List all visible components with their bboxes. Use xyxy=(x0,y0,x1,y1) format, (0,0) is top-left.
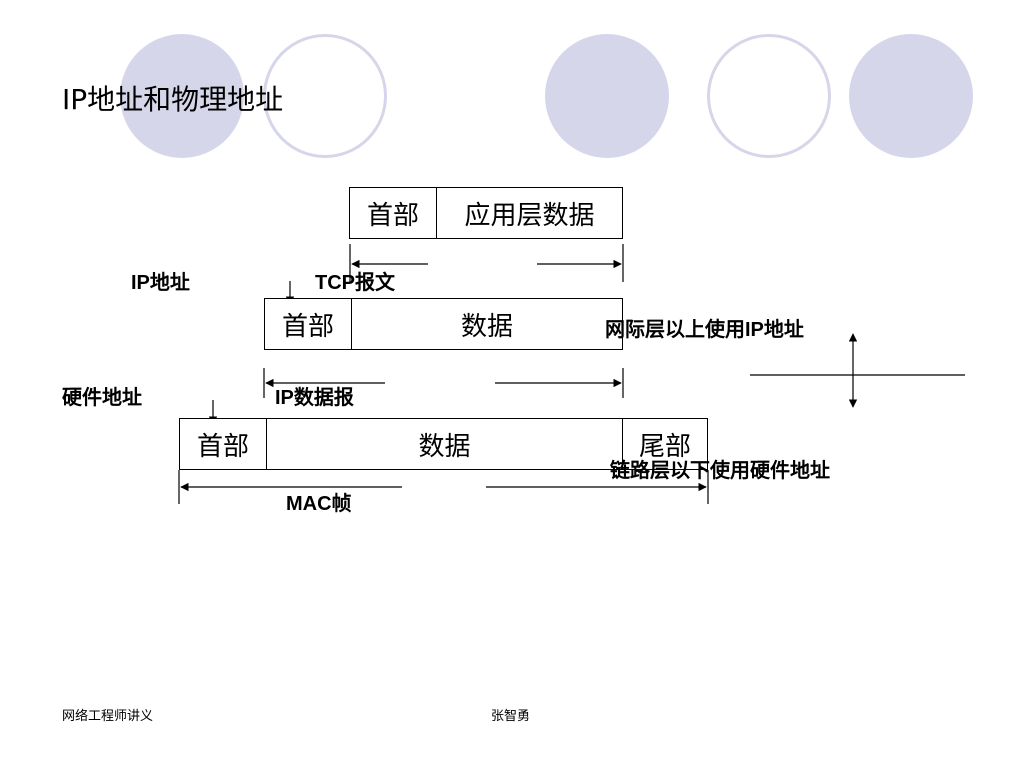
mac-data-cell: 数据 xyxy=(266,419,622,469)
decor-circle-1 xyxy=(120,34,244,158)
ip-address-label: IP地址 xyxy=(131,272,190,294)
mac-header-cell: 首部 xyxy=(196,431,249,462)
note-upper: 网际层以上使用IP地址 xyxy=(605,319,804,341)
tcp-data-cell: 应用层数据 xyxy=(436,188,622,238)
ip-data-cell: 数据 xyxy=(351,299,622,349)
hardware-address-label: 硬件地址 xyxy=(62,387,142,409)
mac-frame-box: 首部 数据 尾部 xyxy=(179,418,708,470)
decor-circle-5 xyxy=(849,34,973,158)
decor-circle-3 xyxy=(545,34,669,158)
ip-header-cell: 首部 xyxy=(281,311,334,342)
tcp-segment-box: 首部 应用层数据 xyxy=(349,187,623,239)
decor-circle-4 xyxy=(707,34,831,158)
footer-left: 网络工程师讲义 xyxy=(62,709,154,724)
footer-center: 张智勇 xyxy=(491,709,531,724)
ip-datagram-label: IP数据报 xyxy=(275,387,354,409)
tcp-header-cell: 首部 xyxy=(366,200,419,231)
tcp-segment-label: TCP报文 xyxy=(315,272,395,294)
decor-circle-2 xyxy=(263,34,387,158)
note-lower: 链路层以下使用硬件地址 xyxy=(610,460,830,482)
ip-datagram-box: 首部 数据 xyxy=(264,298,623,350)
mac-frame-label: MAC帧 xyxy=(286,493,352,515)
slide-title: IP地址和物理地址 xyxy=(62,83,284,116)
mac-trailer-cell: 尾部 xyxy=(622,419,707,469)
